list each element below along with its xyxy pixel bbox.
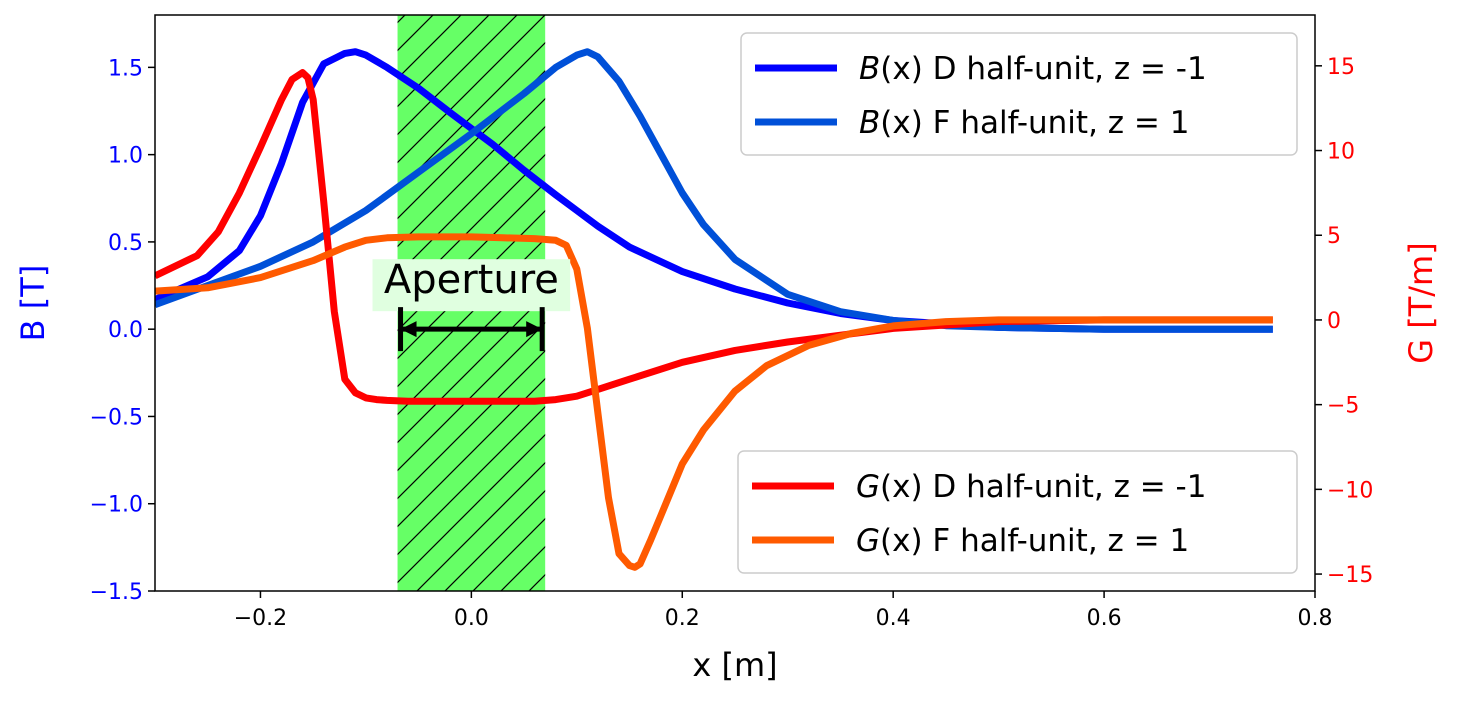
legend-bottom: G(x) D half-unit, z = -1 G(x) F half-unit… (737, 450, 1298, 574)
aperture-arrowhead-left (400, 321, 417, 338)
left-y-tick-label: 0.0 (108, 318, 143, 343)
aperture-label: Aperture (384, 257, 559, 303)
right-y-tick-label: 0 (1327, 309, 1341, 334)
left-y-tick-label: −0.5 (90, 405, 143, 430)
left-y-tick-label: 1.0 (108, 144, 143, 169)
left-y-tick-label: 1.5 (108, 56, 143, 81)
legend-box (740, 32, 1298, 156)
x-tick-label: 0.8 (1298, 606, 1333, 631)
x-tick-label: 0.6 (1087, 606, 1122, 631)
left-y-tick-label: 0.5 (108, 231, 143, 256)
x-tick-label: 0.2 (665, 606, 700, 631)
right-y-axis-title: G [T/m] (1402, 242, 1440, 363)
right-y-tick-label: −5 (1327, 394, 1359, 419)
series-line-3 (155, 233, 1273, 571)
left-y-axis: −1.5 −1.0 −0.5 0.0 0.5 1.0 1.5 (90, 56, 155, 605)
right-y-tick-label: −15 (1327, 563, 1373, 588)
x-tick-label: 0.0 (454, 606, 489, 631)
x-tick-label: −0.2 (234, 606, 287, 631)
plot-frame (154, 14, 1316, 592)
legend-label: B(x) F half-unit, z = 1 (859, 105, 1189, 141)
right-y-tick-label: 15 (1327, 55, 1355, 80)
right-y-axis: −15 −10 −5 0 5 10 15 (1315, 55, 1373, 588)
series-layer (155, 48, 1273, 571)
legend-top: B(x) D half-unit, z = -1 B(x) F half-unit… (740, 32, 1298, 156)
legend-label: G(x) D half-unit, z = -1 (856, 469, 1206, 505)
legend-label: B(x) D half-unit, z = -1 (859, 51, 1207, 87)
right-y-tick-label: 10 (1327, 140, 1355, 165)
left-y-tick-label: −1.5 (90, 580, 143, 605)
x-tick-label: 0.4 (876, 606, 911, 631)
aperture-label-bg (372, 259, 571, 312)
left-y-tick-label: −1.0 (90, 493, 143, 518)
aperture-arrowhead-right (526, 321, 543, 338)
aperture-annotation: Aperture (372, 257, 571, 352)
right-y-tick-label: −10 (1327, 478, 1373, 503)
right-y-tick-label: 5 (1327, 224, 1341, 249)
x-axis: −0.2 0.0 0.2 0.4 0.6 0.8 (234, 591, 1333, 631)
left-y-axis-title: B [T] (14, 265, 52, 342)
legend-label: G(x) F half-unit, z = 1 (856, 523, 1189, 559)
legend-box (737, 450, 1298, 574)
x-axis-title: x [m] (692, 646, 777, 684)
